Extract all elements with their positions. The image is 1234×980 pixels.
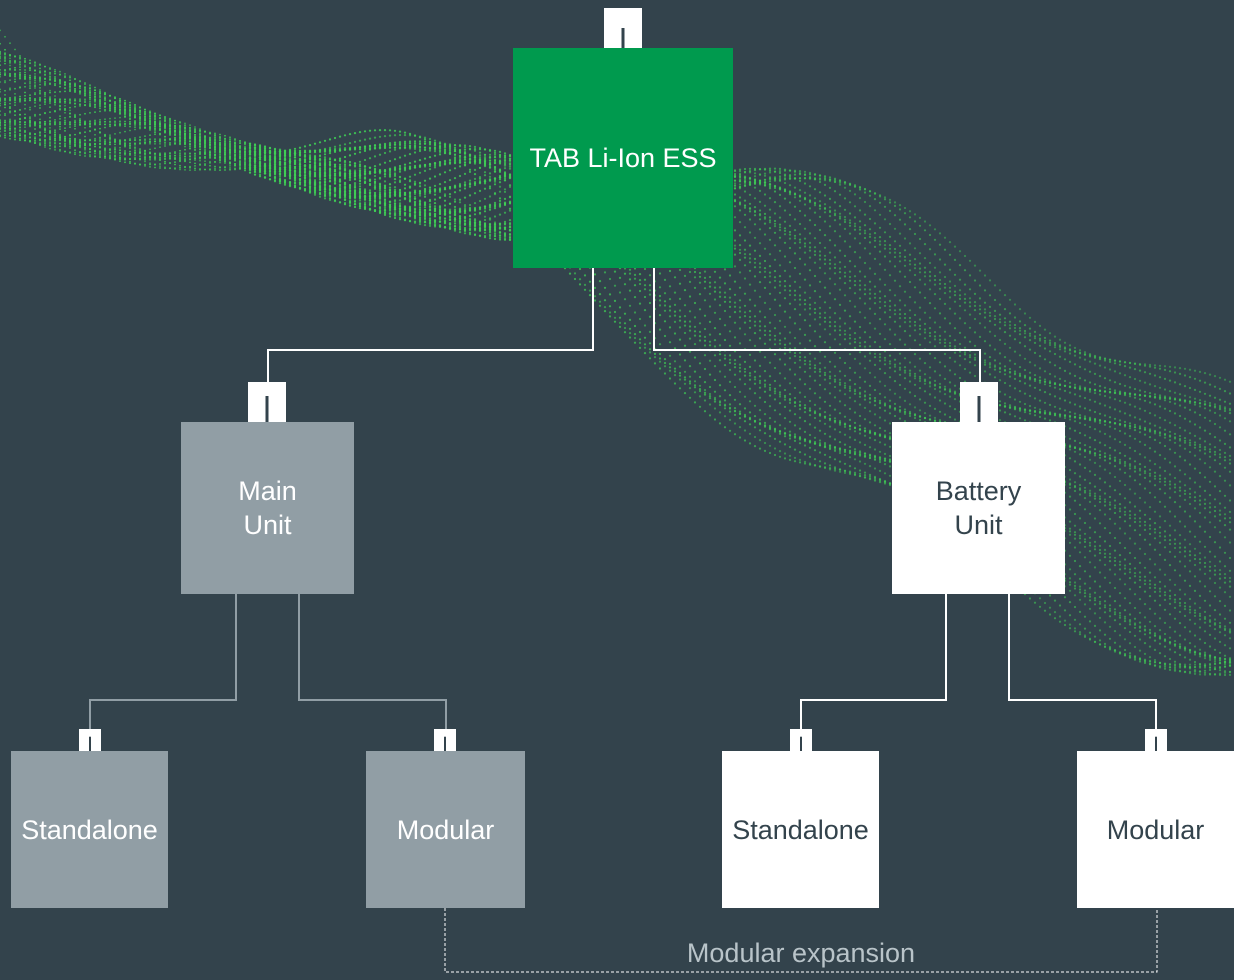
connector-line — [653, 268, 981, 382]
node-main-standalone: Standalone — [11, 751, 168, 908]
node-main-modular-label: Modular — [396, 814, 495, 845]
connector-line — [1008, 594, 1157, 730]
modular-expansion-label: Modular expansion — [686, 938, 916, 968]
connector-line — [298, 594, 447, 730]
node-root: TAB Li-Ion ESS — [513, 48, 733, 268]
connector-line — [444, 908, 1158, 973]
connector-line — [267, 268, 594, 382]
node-battery-modular-label: Modular — [1106, 814, 1205, 845]
connector-line — [89, 594, 237, 730]
node-main-unit-label: Main Unit — [238, 476, 297, 540]
node-main-modular: Modular — [366, 751, 525, 908]
node-battery-unit-label: Battery Unit — [935, 476, 1022, 540]
node-root-label: TAB Li-Ion ESS — [529, 143, 717, 173]
node-battery-standalone-label: Standalone — [732, 814, 869, 845]
node-main-standalone-label: Standalone — [21, 814, 158, 845]
connector-line — [800, 594, 947, 730]
node-battery-unit: Battery Unit — [892, 422, 1065, 594]
node-battery-standalone: Standalone — [722, 751, 879, 908]
node-battery-modular: Modular — [1077, 751, 1234, 908]
node-main-unit: Main Unit — [181, 422, 354, 594]
